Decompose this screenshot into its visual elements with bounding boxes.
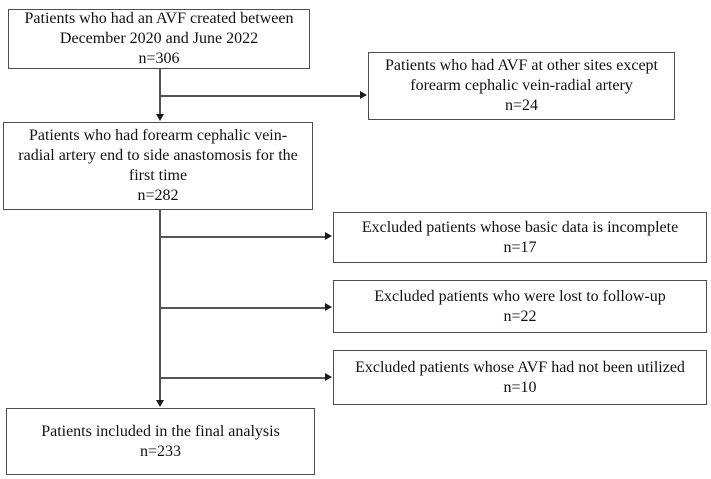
node-count: n=22	[503, 307, 537, 325]
arrowhead-right-icon	[360, 91, 367, 99]
connector-forearm-to-final	[159, 210, 161, 401]
node-line: Excluded patients whose basic data is in…	[361, 218, 679, 236]
node-count: n=17	[503, 238, 537, 256]
node-count: n=282	[137, 187, 179, 204]
node-line: Excluded patients who were lost to follo…	[374, 287, 666, 305]
node-excluded-incomplete-data: Excluded patients whose basic data is in…	[333, 212, 707, 263]
node-line: radial artery end to side anastomosis fo…	[18, 147, 298, 164]
connector-branch-other-sites	[160, 95, 361, 97]
connector-branch-incomplete	[160, 236, 326, 238]
arrowhead-right-icon	[325, 232, 332, 240]
node-line: Excluded patients whose AVF had not been…	[355, 358, 685, 376]
connector-created-to-forearm	[159, 69, 161, 116]
arrowhead-right-icon	[325, 303, 332, 311]
node-count: n=10	[503, 378, 537, 396]
node-excluded-lost-followup: Excluded patients who were lost to follo…	[333, 280, 707, 333]
connector-branch-not-utilized	[160, 377, 326, 379]
node-line: Patients who had AVF at other sites exce…	[385, 57, 658, 74]
node-count: n=24	[504, 97, 539, 114]
arrowhead-down-icon	[155, 400, 164, 407]
arrowhead-right-icon	[325, 373, 332, 381]
arrowhead-down-icon	[155, 114, 164, 121]
connector-branch-lost-followup	[160, 307, 326, 309]
node-count: n=306	[138, 50, 180, 67]
node-line: December 2020 and June 2022	[59, 30, 259, 47]
node-forearm-anastomosis: Patients who had forearm cephalic vein- …	[3, 122, 313, 210]
node-final-analysis: Patients included in the final analysis …	[6, 408, 315, 475]
node-line: forearm cephalic vein-radial artery	[410, 77, 633, 94]
node-excluded-avf-not-utilized: Excluded patients whose AVF had not been…	[333, 350, 707, 405]
node-excluded-other-sites: Patients who had AVF at other sites exce…	[368, 52, 675, 120]
node-line: Patients who had an AVF created between	[24, 10, 294, 27]
node-line: Patients included in the final analysis	[41, 422, 280, 440]
node-count: n=233	[139, 442, 182, 460]
node-avf-created: Patients who had an AVF created between …	[8, 9, 310, 69]
node-line: first time	[128, 167, 188, 184]
node-line: Patients who had forearm cephalic vein-	[28, 127, 288, 144]
